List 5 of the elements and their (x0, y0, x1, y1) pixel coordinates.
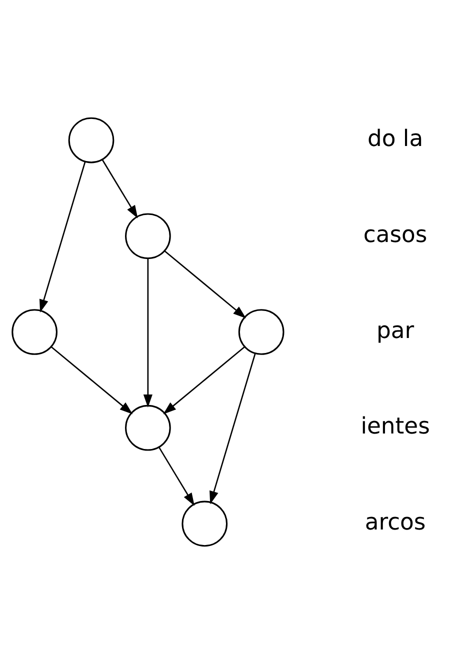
label: ientes (360, 413, 430, 440)
label: casos (363, 221, 428, 248)
label: par (376, 317, 414, 344)
label: do la (368, 126, 424, 152)
label: arcos (364, 508, 426, 535)
